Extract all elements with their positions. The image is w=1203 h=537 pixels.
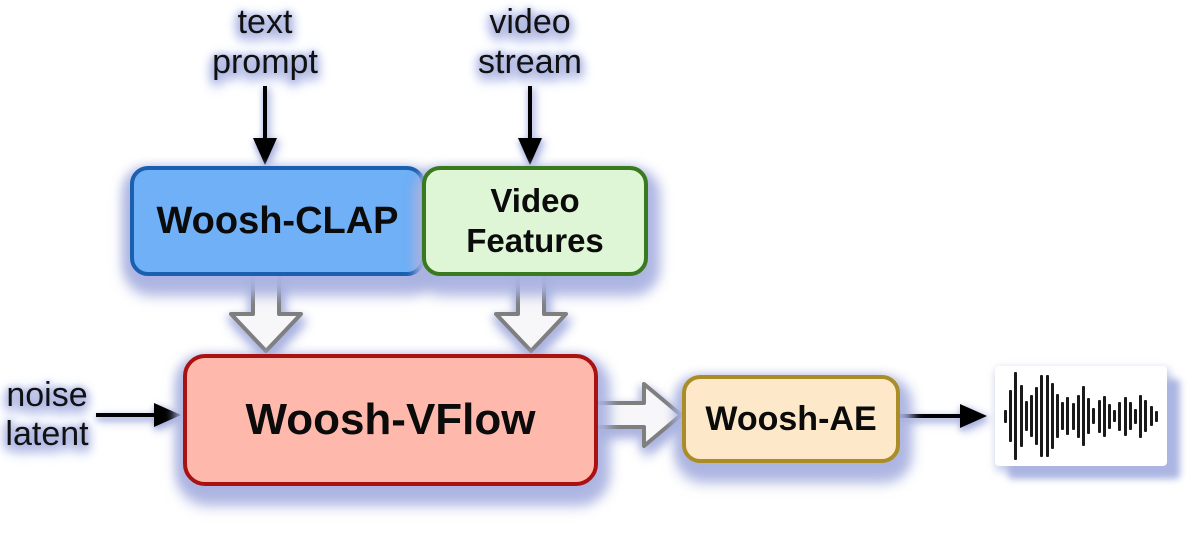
text-prompt-line2: prompt bbox=[212, 43, 318, 81]
waveform-bar bbox=[1139, 394, 1143, 438]
waveform-bar bbox=[1087, 398, 1091, 434]
text-prompt-label: text prompt bbox=[185, 2, 345, 82]
waveform-bar bbox=[1050, 383, 1054, 449]
block-arrow-down-icon bbox=[228, 270, 304, 354]
node-woosh-vflow-label: Woosh-VFlow bbox=[245, 395, 536, 444]
waveform-bar bbox=[1082, 386, 1086, 446]
waveform-bar bbox=[1004, 409, 1007, 423]
waveform-bar bbox=[1123, 396, 1127, 436]
waveform-bar bbox=[1097, 399, 1101, 433]
waveform-bar bbox=[1061, 402, 1065, 430]
waveform-bar bbox=[1154, 410, 1158, 422]
node-woosh-clap: Woosh-CLAP bbox=[130, 166, 425, 276]
audio-waveform-icon bbox=[995, 366, 1167, 466]
waveform-bar bbox=[1056, 394, 1060, 438]
node-woosh-ae-label: Woosh-AE bbox=[705, 399, 877, 438]
node-video-features: Video Features bbox=[422, 166, 648, 276]
node-video-features-line1: Video bbox=[490, 182, 580, 219]
video-stream-line2: stream bbox=[478, 43, 582, 81]
waveform-bar bbox=[1102, 395, 1106, 437]
waveform-bar bbox=[1019, 385, 1023, 447]
waveform-bar bbox=[1035, 387, 1039, 445]
text-prompt-line1: text bbox=[237, 3, 293, 41]
waveform-bar bbox=[1045, 375, 1049, 457]
waveform-bar bbox=[1108, 403, 1112, 429]
node-woosh-clap-label: Woosh-CLAP bbox=[156, 199, 399, 242]
noise-latent-line1: noise bbox=[6, 376, 88, 414]
node-woosh-vflow: Woosh-VFlow bbox=[183, 354, 598, 486]
arrow-down-icon bbox=[516, 86, 544, 166]
arrow-down-icon bbox=[251, 86, 279, 166]
waveform-bar bbox=[1071, 402, 1075, 430]
noise-latent-label: noise latent bbox=[0, 376, 112, 454]
waveform-bar bbox=[1113, 410, 1117, 422]
video-stream-line1: video bbox=[489, 3, 571, 41]
waveform-bar bbox=[1030, 395, 1034, 437]
waveform-bar bbox=[1149, 406, 1153, 426]
noise-latent-line2: latent bbox=[5, 415, 89, 453]
node-woosh-ae: Woosh-AE bbox=[682, 375, 900, 463]
arrow-right-icon bbox=[96, 402, 182, 428]
video-stream-label: video stream bbox=[450, 2, 610, 82]
block-arrow-down-icon bbox=[493, 270, 569, 354]
waveform-bar bbox=[1040, 375, 1044, 457]
waveform-bar bbox=[1144, 400, 1148, 432]
waveform-bar bbox=[1014, 372, 1018, 460]
waveform-bar bbox=[1128, 402, 1132, 430]
waveform-bar bbox=[1066, 397, 1070, 435]
block-arrow-right-icon bbox=[590, 381, 684, 449]
waveform-bar bbox=[1009, 390, 1013, 442]
node-video-features-line2: Features bbox=[466, 222, 604, 259]
waveform-bar bbox=[1076, 394, 1080, 438]
arrow-right-icon bbox=[890, 403, 988, 429]
waveform-bar bbox=[1092, 408, 1096, 424]
waveform-bar bbox=[1118, 401, 1122, 431]
waveform-bar bbox=[1134, 408, 1138, 424]
waveform-bar bbox=[1024, 401, 1028, 431]
